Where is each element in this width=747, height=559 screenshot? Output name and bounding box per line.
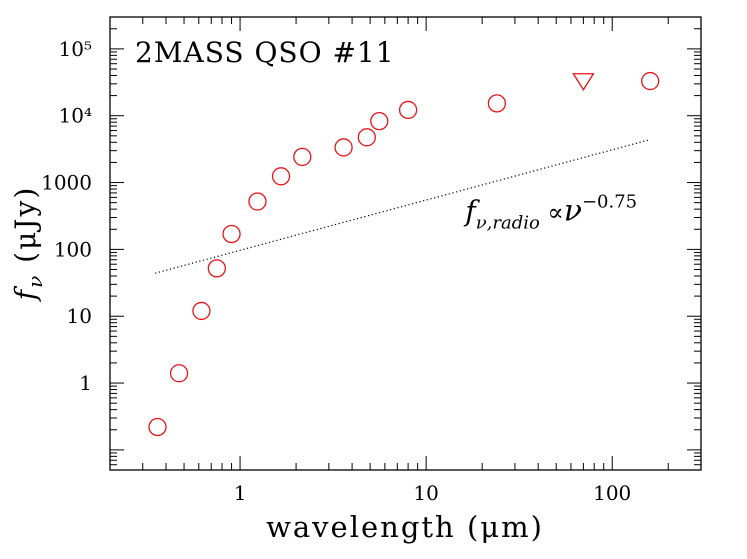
data-point bbox=[293, 147, 312, 167]
data-point bbox=[222, 224, 241, 244]
y-tick-label: 100 bbox=[54, 237, 92, 261]
data-point bbox=[398, 100, 418, 120]
upper-limit-point bbox=[572, 73, 595, 92]
data-point bbox=[148, 417, 167, 437]
x-tick-label: 100 bbox=[593, 481, 631, 505]
data-point bbox=[641, 71, 660, 91]
data-marks bbox=[148, 71, 660, 437]
y-axis-label: fν (μJy) bbox=[9, 186, 47, 303]
data-point bbox=[334, 138, 353, 157]
data-point bbox=[271, 167, 291, 186]
y-tick-label: 1 bbox=[79, 371, 92, 395]
y-tick-label: 10 bbox=[67, 304, 92, 328]
y-tick-label: 10⁵ bbox=[59, 37, 92, 61]
chart-title: 2MASS QSO #11 bbox=[135, 36, 395, 69]
x-tick-labels: 1 10 100 bbox=[234, 481, 632, 505]
y-tick-labels: 1 10 100 1000 10⁴ 10⁵ bbox=[41, 37, 92, 395]
y-axis-label-group: fν (μJy) bbox=[9, 186, 47, 303]
y-tick-label: 10⁴ bbox=[59, 104, 92, 128]
data-point bbox=[487, 94, 507, 113]
data-point bbox=[169, 364, 189, 383]
y-tick-label: 1000 bbox=[41, 171, 92, 195]
tick-marks bbox=[109, 16, 702, 471]
data-point bbox=[357, 128, 376, 147]
plot-frame bbox=[109, 16, 702, 471]
power-law-annotation: fν,radio ∝ν−0.75 bbox=[463, 192, 637, 234]
x-tick-label: 1 bbox=[234, 481, 247, 505]
x-axis-label: wavelength (μm) bbox=[266, 510, 544, 544]
x-tick-label: 10 bbox=[413, 481, 438, 505]
data-point bbox=[248, 192, 267, 211]
data-point bbox=[207, 259, 226, 278]
data-point bbox=[192, 301, 211, 321]
data-point bbox=[370, 111, 389, 131]
